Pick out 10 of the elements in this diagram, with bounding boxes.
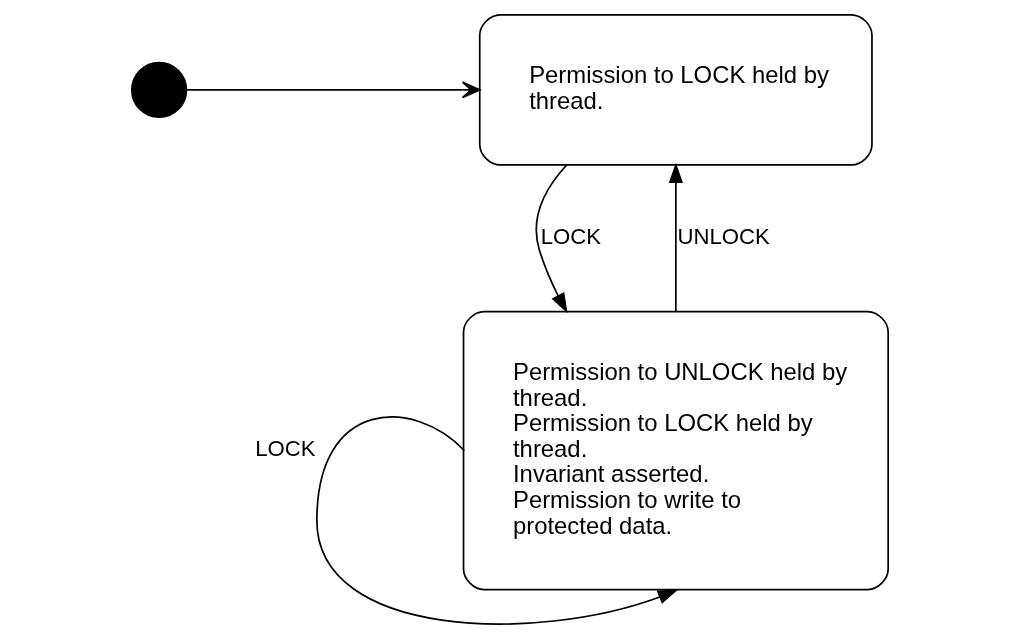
arrow (316, 416, 679, 625)
arrow (535, 164, 568, 314)
edge-label: UNLOCK (677, 224, 770, 250)
arrow (668, 162, 684, 312)
node-box: Permission to UNLOCK held by thread. Permission to LOCK held by thread. Invariant asserted. Permission to write to protected data. (462, 310, 890, 591)
edge-label: LOCK (255, 436, 316, 462)
node-circle (130, 61, 188, 119)
arrow (186, 81, 481, 99)
edge-label: LOCK (540, 224, 602, 250)
node-box: Permission to LOCK held by thread. (478, 14, 873, 166)
